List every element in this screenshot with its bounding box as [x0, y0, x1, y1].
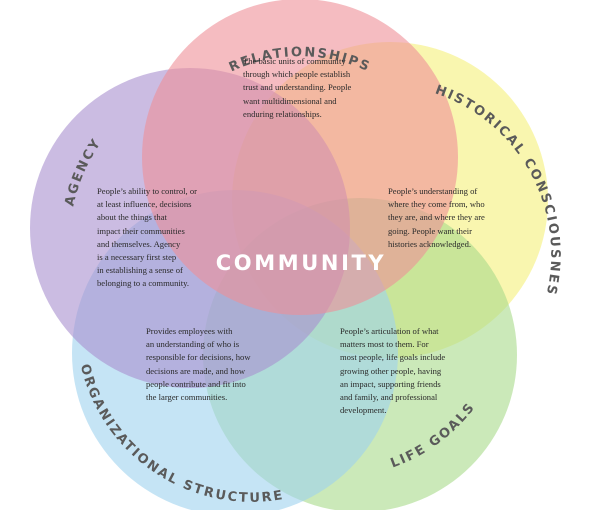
- description-line: and themselves. Agency: [97, 238, 181, 249]
- description-line: Provides employees with: [146, 326, 233, 336]
- description-line: belonging to a community.: [97, 278, 190, 289]
- description-line: going. People want their: [388, 225, 473, 236]
- description-line: is a necessary first step: [97, 252, 177, 263]
- historical-description: People’s understanding of where they come…: [388, 185, 485, 251]
- description-line: and family, and professional: [340, 392, 438, 403]
- description-line: People’s ability to control, or: [97, 186, 198, 196]
- description-line: People’s understanding of: [388, 186, 478, 196]
- description-line: in establishing a sense of: [97, 265, 183, 276]
- agency-description: People’s ability to control, or at least …: [97, 185, 197, 291]
- description-line: the larger communities.: [146, 392, 228, 403]
- description-line: an impact, supporting friends: [340, 378, 441, 389]
- description-line: development.: [340, 405, 387, 416]
- description-line: they are, and where they are: [388, 212, 485, 223]
- description-line: growing other people, having: [340, 365, 442, 376]
- description-line: responsible for decisions, how: [146, 352, 251, 363]
- circle-relationships: [142, 0, 458, 315]
- description-line: where they come from, who: [388, 199, 485, 210]
- description-line: an understanding of who is: [146, 339, 240, 350]
- description-line: want multidimensional and: [243, 95, 337, 106]
- life-goals-description: People’s articulation of what matters mos…: [340, 325, 445, 417]
- description-line: people contribute and fit into: [146, 378, 246, 389]
- description-line: through which people establish: [243, 69, 351, 80]
- description-line: The basic units of community: [243, 56, 346, 66]
- description-line: impact their communities: [97, 225, 185, 236]
- center-label: COMMUNITY: [216, 251, 386, 275]
- description-line: histories acknowledged.: [388, 238, 472, 249]
- description-line: People’s articulation of what: [340, 326, 439, 336]
- venn-circles: [30, 0, 548, 510]
- organizational-description: Provides employees with an understanding …: [146, 325, 251, 404]
- description-line: at least influence, decisions: [97, 199, 192, 210]
- description-line: decisions are made, and how: [146, 365, 246, 376]
- description-line: trust and understanding. People: [243, 82, 352, 93]
- description-line: most people, life goals include: [340, 352, 446, 363]
- description-line: matters most to them. For: [340, 339, 429, 350]
- relationships-description: The basic units of community through whic…: [243, 55, 351, 121]
- description-line: about the things that: [97, 212, 167, 223]
- description-line: enduring relationships.: [243, 108, 322, 119]
